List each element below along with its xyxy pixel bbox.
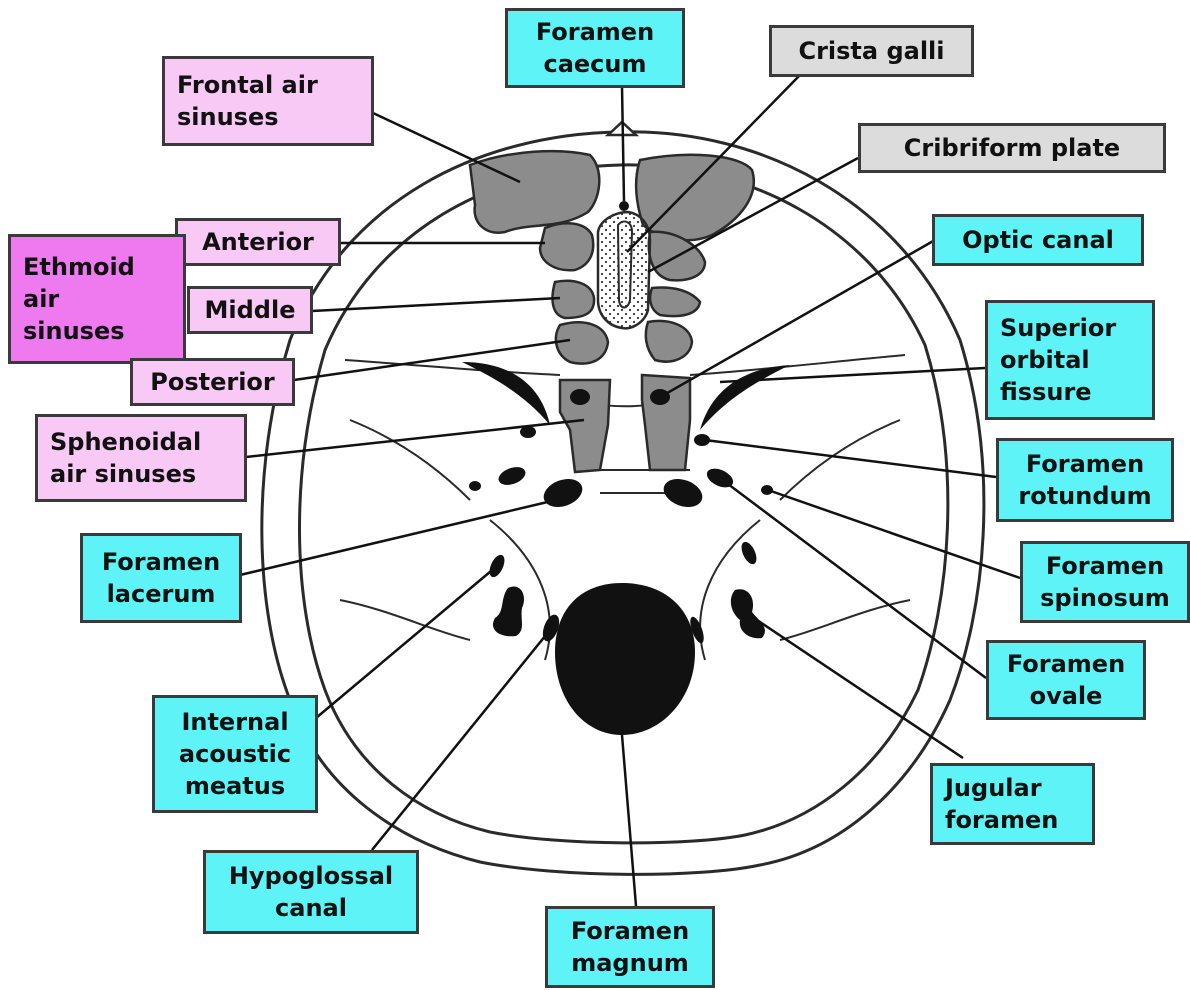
leader-foramen-caecum — [622, 86, 624, 201]
sphenoid-sinus-right — [642, 375, 690, 470]
label-superior-orbital-fissure: Superior orbital fissure — [985, 300, 1155, 420]
foramen-lacerum-right — [660, 474, 706, 512]
label-frontal-air-sinuses: Frontal air sinuses — [162, 56, 374, 146]
anterior-ethmoid-left — [540, 223, 593, 270]
optic-canal-left — [570, 389, 590, 405]
jugular-foramen-left — [493, 586, 524, 636]
label-jugular-foramen: Jugular foramen — [930, 763, 1095, 845]
leader-foramen-magnum — [622, 735, 636, 906]
label-sphenoidal-air-sinuses: Sphenoidal air sinuses — [35, 414, 247, 502]
label-internal-acoustic-meatus: Internal acoustic meatus — [152, 695, 318, 813]
cribriform-plate-shape — [598, 212, 650, 328]
label-cribriform-plate: Cribriform plate — [858, 123, 1166, 173]
leader-hypoglossal-canal — [372, 630, 550, 850]
frontal-sinus-left — [470, 151, 599, 233]
label-foramen-rotundum: Foramen rotundum — [996, 438, 1174, 522]
label-foramen-lacerum: Foramen lacerum — [80, 533, 242, 623]
foramina — [469, 389, 773, 735]
label-foramen-magnum: Foramen magnum — [545, 906, 715, 988]
middle-ethmoid-right — [650, 288, 700, 317]
label-middle: Middle — [187, 286, 313, 334]
foramen-lacerum-left — [540, 474, 586, 512]
foramen-caecum-dot — [619, 201, 629, 211]
leader-sphenoidal-air-sinuses — [246, 420, 584, 457]
internal-acoustic-meatus-right — [738, 540, 759, 567]
label-ethmoid-air-sinuses: Ethmoid air sinuses — [8, 234, 186, 364]
label-anterior: Anterior — [175, 218, 341, 266]
middle-ethmoid-left — [552, 281, 594, 318]
label-foramen-spinosum: Foramen spinosum — [1020, 541, 1190, 623]
label-hypoglossal-canal: Hypoglossal canal — [203, 850, 419, 934]
frontal-sinus-right — [636, 155, 754, 240]
foramen-magnum-shape — [555, 583, 695, 735]
leader-jugular-foramen — [745, 612, 963, 758]
label-foramen-caecum: Foramen caecum — [505, 8, 685, 88]
label-optic-canal: Optic canal — [932, 214, 1144, 266]
leader-internal-acoustic-meatus — [316, 566, 497, 718]
foramen-spinosum-left — [469, 481, 481, 491]
label-foramen-ovale: Foramen ovale — [986, 640, 1146, 720]
label-posterior: Posterior — [130, 358, 295, 406]
label-crista-galli: Crista galli — [769, 25, 974, 77]
posterior-ethmoid-left — [556, 322, 608, 363]
posterior-ethmoid-right — [646, 321, 692, 362]
leader-foramen-ovale — [720, 478, 986, 678]
leader-lines — [240, 75, 1020, 906]
foramen-ovale-left — [496, 464, 528, 489]
optic-canal-right — [650, 389, 670, 405]
